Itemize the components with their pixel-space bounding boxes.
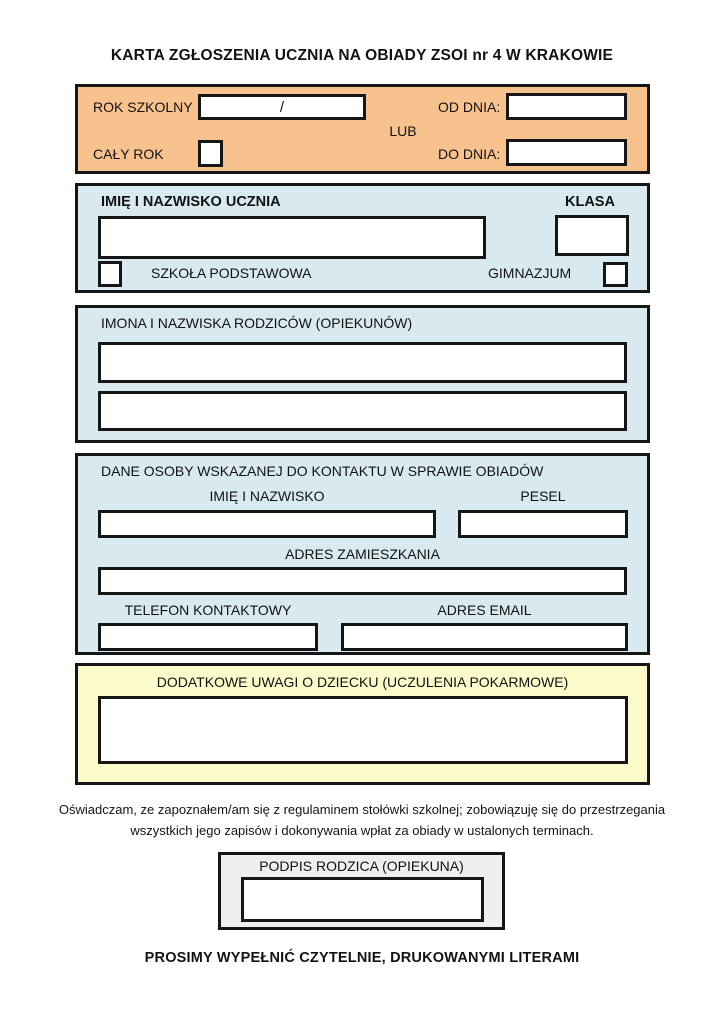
email-input[interactable]: [341, 623, 628, 651]
page-title: KARTA ZGŁOSZENIA UCZNIA NA OBIADY ZSOI n…: [110, 47, 614, 64]
signature-title: PODPIS RODZICA (OPIEKUNA): [259, 858, 464, 874]
parent1-input[interactable]: [98, 342, 627, 383]
email-label: ADRES EMAIL: [437, 602, 532, 618]
full-year-label: CAŁY ROK: [93, 146, 164, 162]
declaration-text: Oświadczam, ze zapoznałem/am się z regul…: [0, 799, 724, 841]
student-name-label: IMIĘ I NAZWISKO UCZNIA: [101, 194, 281, 210]
middle-school-label: GIMNAZJUM: [488, 265, 572, 281]
section-signature: PODPIS RODZICA (OPIEKUNA): [218, 852, 505, 930]
section-contact: DANE OSOBY WSKAZANEJ DO KONTAKTU W SPRAW…: [75, 453, 650, 655]
section-notes: DODATKOWE UWAGI O DZIECKU (UCZULENIA POK…: [75, 663, 650, 785]
from-date-label: OD DNIA:: [438, 99, 501, 115]
primary-school-checkbox[interactable]: [98, 261, 122, 287]
student-name-input[interactable]: [98, 216, 486, 259]
address-input[interactable]: [98, 567, 627, 595]
phone-input[interactable]: [98, 623, 318, 651]
declaration-line1: Oświadczam, ze zapoznałem/am się z regul…: [58, 802, 666, 817]
primary-school-label: SZKOŁA PODSTAWOWA: [151, 265, 312, 281]
from-date-input[interactable]: [506, 93, 627, 120]
to-date-input[interactable]: [506, 139, 627, 166]
school-year-input[interactable]: /: [198, 94, 366, 120]
signature-input[interactable]: [241, 877, 484, 922]
school-year-label: ROK SZKOLNY: [93, 99, 193, 115]
or-label: LUB: [389, 123, 417, 139]
footer-note: PROSIMY WYPEŁNIĆ CZYTELNIE, DRUKOWANYMI …: [144, 950, 580, 966]
middle-school-checkbox[interactable]: [603, 262, 628, 287]
pesel-input[interactable]: [458, 510, 628, 538]
parent2-input[interactable]: [98, 391, 627, 431]
contact-name-label: IMIĘ I NAZWISKO: [209, 488, 325, 504]
parents-title: IMONA I NAZWISKA RODZICÓW (OPIEKUNÓW): [101, 315, 413, 331]
section-student: IMIĘ I NAZWISKO UCZNIA KLASA SZKOŁA PODS…: [75, 183, 650, 293]
notes-input[interactable]: [98, 696, 628, 764]
pesel-label: PESEL: [520, 488, 566, 504]
to-date-label: DO DNIA:: [438, 146, 501, 162]
section-period: ROK SZKOLNY / OD DNIA: LUB CAŁY ROK DO D…: [75, 84, 650, 174]
phone-label: TELEFON KONTAKTOWY: [124, 602, 292, 618]
class-input[interactable]: [555, 215, 629, 256]
contact-title: DANE OSOBY WSKAZANEJ DO KONTAKTU W SPRAW…: [101, 463, 544, 479]
notes-title: DODATKOWE UWAGI O DZIECKU (UCZULENIA POK…: [156, 674, 569, 690]
class-label: KLASA: [565, 194, 615, 210]
address-label: ADRES ZAMIESZKANIA: [285, 546, 440, 562]
full-year-checkbox[interactable]: [198, 140, 223, 167]
declaration-line2: wszystkich jego zapisów i dokonywania wp…: [130, 823, 594, 838]
contact-name-input[interactable]: [98, 510, 436, 538]
section-parents: IMONA I NAZWISKA RODZICÓW (OPIEKUNÓW): [75, 305, 650, 443]
